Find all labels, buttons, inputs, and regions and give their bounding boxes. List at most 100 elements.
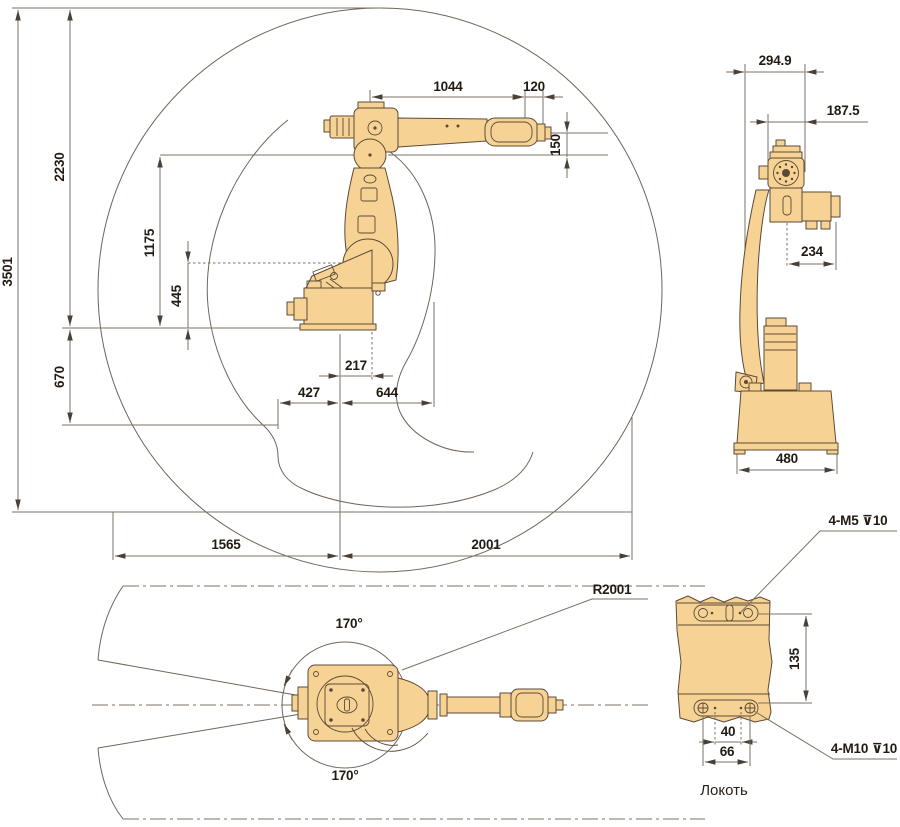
m5-dot-l bbox=[710, 611, 714, 615]
front-view: 3501 2230 1175 445 670 1044 120 150 217 … bbox=[0, 7, 663, 573]
arm-ring-3 bbox=[499, 692, 512, 718]
tip-step-2 bbox=[555, 699, 564, 711]
m5-bottom-dot-l bbox=[713, 706, 717, 710]
dim-3501: 3501 bbox=[0, 257, 15, 287]
base-bolt-tr bbox=[387, 671, 393, 677]
dim-120: 120 bbox=[523, 79, 545, 94]
m10-leader bbox=[753, 710, 897, 760]
arm-detail-ellipse bbox=[363, 174, 377, 184]
dim-40: 40 bbox=[721, 724, 736, 739]
flange-step bbox=[536, 123, 546, 142]
robot-top bbox=[291, 664, 564, 752]
dim-427: 427 bbox=[298, 385, 320, 400]
base-foot-r bbox=[826, 449, 839, 455]
thread-note-m10: 4-M10 ⊽10 bbox=[831, 741, 897, 756]
forearm bbox=[395, 117, 488, 148]
neck-slot bbox=[782, 195, 792, 216]
m10-screw-r-cross bbox=[745, 703, 755, 713]
j3-housing-center bbox=[373, 126, 377, 130]
dim-2001: 2001 bbox=[471, 537, 501, 552]
dim-234: 234 bbox=[801, 244, 824, 259]
dim-294-9: 294.9 bbox=[759, 53, 792, 68]
ref-135 bbox=[758, 613, 812, 704]
motor-box-side bbox=[801, 191, 832, 222]
base-bolt-bl bbox=[313, 729, 319, 735]
gear-ribs bbox=[765, 333, 796, 351]
base-right-bolt bbox=[375, 290, 381, 296]
side-view: 294.9 187.5 234 480 bbox=[726, 53, 868, 474]
base-plate-side bbox=[733, 442, 839, 451]
dim-644: 644 bbox=[376, 385, 399, 400]
base-body-side bbox=[736, 390, 837, 444]
arm-detail-box2 bbox=[357, 215, 376, 234]
thread-note-m5: 4-M5 ⊽10 bbox=[829, 513, 888, 528]
wrist-neck-side bbox=[769, 187, 803, 223]
slot-top-oblong bbox=[725, 604, 734, 622]
slope-bolt bbox=[330, 272, 338, 280]
arc-arrow-bottom bbox=[283, 723, 293, 741]
base-block bbox=[303, 287, 374, 325]
wrist-housing-inner bbox=[490, 121, 533, 143]
robot-side bbox=[733, 139, 841, 455]
j1-bolt-4 bbox=[361, 718, 365, 722]
wrist-left-tab bbox=[758, 165, 769, 180]
dim-66: 66 bbox=[720, 744, 735, 759]
dim-1175: 1175 bbox=[142, 228, 157, 257]
arm-ring-1 bbox=[427, 690, 438, 720]
j1-circle bbox=[316, 675, 374, 733]
base-left-plug bbox=[286, 301, 295, 316]
j1-bolt-2 bbox=[361, 688, 365, 692]
detail-caption: Локоть bbox=[700, 782, 748, 799]
slope-detail-box bbox=[312, 264, 336, 282]
m10-screw-l-cross bbox=[698, 703, 708, 713]
arm-root-top bbox=[397, 677, 429, 733]
r2001-leader bbox=[401, 598, 648, 671]
j1-bolt-1 bbox=[329, 688, 333, 692]
wrist-top-view bbox=[510, 688, 549, 722]
j3-motor-ribs bbox=[336, 118, 350, 136]
shoulder-slope bbox=[305, 249, 373, 289]
base-right-tab bbox=[371, 282, 386, 292]
flange-face bbox=[544, 126, 552, 140]
m5-dot-r bbox=[738, 611, 742, 615]
flange-bolt-pattern bbox=[776, 163, 796, 183]
gear-column bbox=[763, 325, 798, 391]
slot-top-hole-l bbox=[698, 608, 708, 618]
forearm-hole-1 bbox=[445, 124, 449, 128]
j1-slot bbox=[344, 698, 350, 712]
ext-66 bbox=[702, 716, 751, 766]
base-top-detail bbox=[306, 280, 322, 289]
wrist-top-inner bbox=[515, 692, 544, 718]
j1-hub bbox=[336, 696, 358, 714]
dim-187-5: 187.5 bbox=[827, 103, 860, 118]
m5-bottom-dot-r bbox=[739, 706, 743, 710]
detail-view: 135 40 66 4-M5 ⊽10 4-M10 ⊽10 Локоть bbox=[675, 513, 897, 799]
arc-arrow-top bbox=[283, 669, 293, 687]
robot-front bbox=[286, 101, 552, 331]
work-envelope-inner-right bbox=[389, 151, 475, 453]
angle-170-top: 170° bbox=[335, 616, 362, 631]
arm-ring-2 bbox=[439, 693, 448, 717]
base-left-connector bbox=[291, 694, 299, 712]
envelope-arc-bottomleft bbox=[97, 747, 124, 820]
flange-center bbox=[782, 169, 790, 177]
dim-1565: 1565 bbox=[211, 537, 241, 552]
dim-150: 150 bbox=[548, 134, 563, 156]
forearm-hole-2 bbox=[456, 124, 460, 128]
radius-r2001: R2001 bbox=[593, 582, 632, 597]
j1-plate bbox=[324, 683, 370, 727]
base-flange bbox=[299, 323, 377, 331]
wedge-line-top bbox=[97, 659, 308, 698]
cable-swirl-2 bbox=[364, 728, 399, 746]
cable-swirl-1 bbox=[351, 727, 429, 752]
slot-bottom bbox=[693, 699, 759, 717]
base-tab-1 bbox=[748, 382, 762, 392]
top-view: 170° 170° R2001 bbox=[92, 582, 705, 820]
m5-leader bbox=[740, 530, 897, 613]
dim-445: 445 bbox=[169, 284, 184, 307]
elbow-plate bbox=[675, 595, 773, 723]
base-bolt-tl bbox=[313, 671, 319, 677]
base-bolt-br bbox=[387, 729, 393, 735]
dim-670: 670 bbox=[52, 366, 67, 388]
